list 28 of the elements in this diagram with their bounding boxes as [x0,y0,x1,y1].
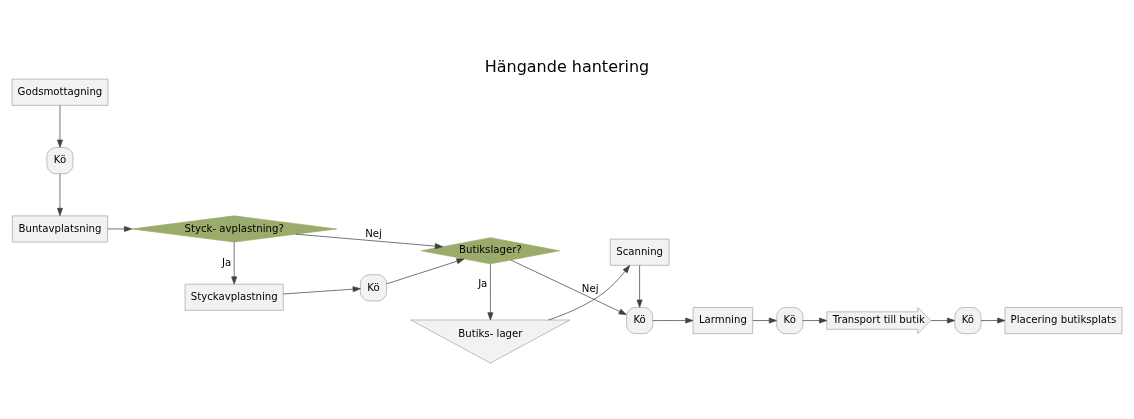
diagram-title: Hängande hantering [484,56,650,76]
arrow [295,233,443,249]
node-diamond: Styck- avplastning? [131,215,337,243]
arrow [57,105,63,148]
edge-label: Ja [221,256,232,268]
arrow [231,241,238,285]
node-box: Godsmottagning [11,78,109,106]
arrow [282,286,361,295]
node-box: Scanning [609,238,670,266]
arrow [57,173,63,216]
arrow [487,263,494,321]
node-box: Larmning [692,307,754,334]
arrow [107,226,133,232]
arrow [510,259,627,315]
arrow [636,264,643,308]
arrow [386,258,465,285]
arrow [980,317,1006,324]
node-box: Placering butiksplats [1004,307,1123,334]
edge-label: Nej [365,228,382,240]
node-box: Buntavplatsning [11,215,108,243]
node-box: Styckavplastning [184,283,284,311]
arrow [548,265,630,321]
edge-label: Ja [478,278,488,290]
arrow [930,317,955,324]
arrow [652,317,694,324]
edge-label: Nej [581,282,599,294]
arrow [752,317,777,324]
arrow [802,317,828,324]
